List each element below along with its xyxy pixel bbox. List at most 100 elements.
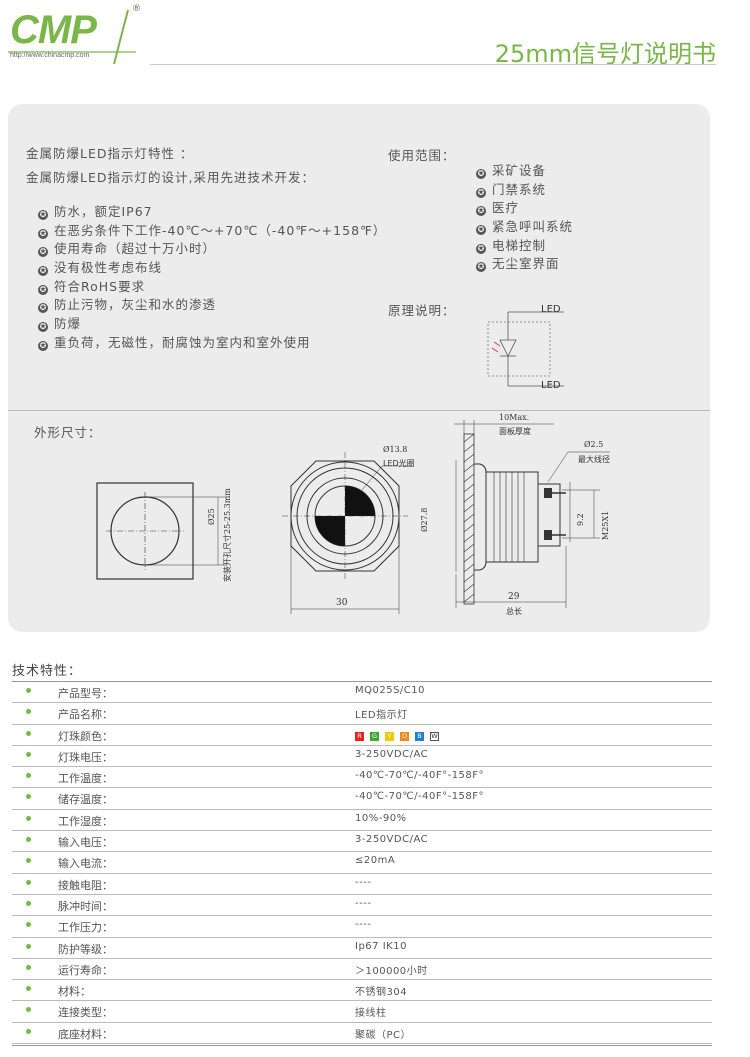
- star-bullet-icon: ✪: [476, 262, 486, 273]
- length-label: 总长: [506, 607, 522, 616]
- bullet-dot-icon: [26, 751, 31, 757]
- led-diode-icon: [499, 339, 517, 357]
- feature-item: ✪符合RoHS要求: [38, 278, 146, 295]
- feature-item: ✪使用寿命（超过十万小时）: [38, 241, 217, 258]
- led-top-label: LED: [541, 304, 561, 315]
- thread-label: M25X1: [601, 510, 610, 540]
- ring-label: LED光圈: [383, 459, 415, 468]
- color-chip-red: R: [355, 731, 364, 741]
- front-diameter-label: Ø25: [207, 508, 216, 525]
- tech-specs-heading: 技术特性：: [12, 664, 83, 679]
- wire-label: 最大线径: [578, 455, 610, 464]
- principle-heading: 原理说明：: [388, 303, 456, 318]
- bullet-dot-icon: [26, 730, 31, 736]
- table-row: 运行寿命：＞100000小时: [12, 959, 712, 981]
- header-divider: [150, 64, 716, 65]
- table-row: 输入电压：3-250VDC/AC: [12, 831, 712, 853]
- bullet-dot-icon: [26, 858, 31, 864]
- top-view-drawing: [282, 452, 412, 614]
- led-bottom-label: LED: [541, 380, 561, 391]
- led-schematic: [487, 311, 564, 387]
- table-bottom-rule: [12, 1045, 712, 1046]
- panel-thickness-label: 面板厚度: [499, 427, 531, 436]
- bullet-dot-icon: [26, 1007, 31, 1013]
- table-row: 灯珠电压：3-250VDC/AC: [12, 746, 712, 768]
- logo-swoosh-icon: [8, 9, 136, 65]
- star-bullet-icon: ✪: [38, 247, 48, 258]
- usage-item: ✪电梯控制: [476, 237, 547, 254]
- bullet-dot-icon: [26, 986, 31, 992]
- bullet-dot-icon: [26, 773, 31, 779]
- bullet-dot-icon: [26, 709, 31, 715]
- table-row: 储存温度：-40℃-70℃/-40F°-158F°: [12, 788, 712, 810]
- feature-item: ✪重负荷，无磁性，耐腐蚀为室内和室外使用: [38, 334, 311, 351]
- table-row: 输入电流：≤20mA: [12, 852, 712, 874]
- feature-item: ✪在恶劣条件下工作-40℃～+70℃（-40℉～+158℉）: [38, 222, 387, 239]
- registered-mark: ®: [132, 4, 141, 14]
- star-bullet-icon: ✪: [476, 169, 486, 179]
- table-top-rule: [12, 681, 712, 682]
- usage-item: ✪紧急呼叫系统: [476, 219, 574, 236]
- width-dimension-label: 30: [336, 598, 348, 608]
- features-list: ✪防水，额定IP67 ✪在恶劣条件下工作-40℃～+70℃（-40℉～+158℉…: [38, 203, 386, 353]
- light-rays-icon: [491, 341, 501, 353]
- length-dimension-label: 29: [508, 592, 520, 602]
- usage-list: ✪采矿设备 ✪门禁系统 ✪医疗 ✪紧急呼叫系统 ✪电梯控制 ✪无尘室界面: [476, 162, 573, 274]
- bullet-dot-icon: [26, 688, 31, 693]
- bullet-dot-icon: [26, 1028, 31, 1034]
- star-bullet-icon: ✪: [38, 266, 48, 277]
- usage-item: ✪采矿设备: [476, 163, 547, 179]
- bullet-dot-icon: [26, 964, 31, 970]
- usage-item: ✪门禁系统: [476, 181, 547, 198]
- table-row: 工作湿度：10%-90%: [12, 810, 712, 832]
- page-title: 25mm信号灯说明书: [494, 40, 716, 68]
- logo-text: CMP: [10, 8, 97, 52]
- color-chip-yellow: Y: [385, 731, 394, 741]
- logo-url: http://www.chinacmp.com: [10, 52, 90, 59]
- table-row: 工作温度：-40℃-70℃/-40F°-158F°: [12, 767, 712, 789]
- color-chip-green: G: [370, 731, 379, 741]
- bullet-dot-icon: [26, 900, 31, 906]
- feature-item: ✪防止污物，灰尘和水的渗透: [38, 297, 217, 314]
- table-row: 材料：不锈钢304: [12, 980, 712, 1002]
- bullet-dot-icon: [26, 922, 31, 928]
- table-row: 接触电阻：----: [12, 874, 712, 895]
- panel-divider: [8, 410, 710, 411]
- wire-diameter-label: Ø2.5: [584, 440, 604, 449]
- table-row: 防护等级：Ip67 IK10: [12, 938, 712, 959]
- usage-heading: 使用范围：: [388, 148, 456, 163]
- bullet-dot-icon: [26, 815, 31, 821]
- star-bullet-icon: ✪: [38, 284, 48, 295]
- table-row: 产品名称：LED指示灯: [12, 703, 712, 725]
- usage-item: ✪无尘室界面: [476, 256, 560, 273]
- feature-item: ✪防爆: [38, 316, 82, 333]
- star-bullet-icon: ✪: [476, 187, 486, 198]
- color-chip-white: W: [430, 731, 439, 741]
- star-bullet-icon: ✪: [38, 210, 48, 220]
- star-bullet-icon: ✪: [38, 228, 48, 239]
- color-chip-orange: O: [400, 731, 409, 741]
- table-row: 底座材料：聚碳（PC）: [12, 1023, 712, 1045]
- table-row: 产品型号：MQ025S/C10: [12, 682, 712, 704]
- bullet-dot-icon: [26, 794, 31, 800]
- table-row: 工作压力：----: [12, 916, 712, 938]
- feature-item: ✪防水，额定IP67: [38, 204, 153, 220]
- feature-item: ✪没有极性考虑布线: [38, 260, 163, 277]
- body-diameter-label: Ø27.8: [420, 507, 429, 532]
- bullet-dot-icon: [26, 879, 31, 885]
- bullet-dot-icon: [26, 837, 31, 843]
- features-heading: 金属防爆LED指示灯特性 ：: [26, 146, 194, 161]
- table-row: 脉冲时间：----: [12, 895, 712, 917]
- pin-spacing-label: 9.2: [576, 513, 585, 526]
- info-panel: [8, 104, 710, 632]
- table-row: 连接类型：接线柱: [12, 1001, 712, 1023]
- star-bullet-icon: ✪: [38, 322, 48, 333]
- dimensions-heading: 外形尺寸：: [34, 425, 102, 440]
- panel-max-label: 10Max.: [499, 413, 530, 422]
- star-bullet-icon: ✪: [38, 340, 48, 351]
- front-view-drawing: [96, 482, 226, 580]
- star-bullet-icon: ✪: [38, 303, 48, 314]
- features-intro: 金属防爆LED指示灯的设计,采用先进技术开发：: [26, 170, 315, 185]
